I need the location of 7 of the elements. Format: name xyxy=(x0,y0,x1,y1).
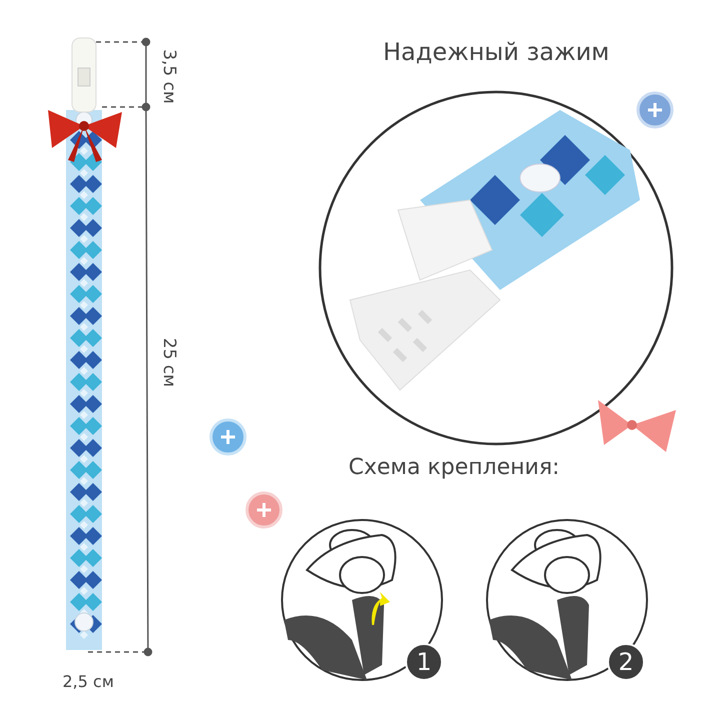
dimension-label: 2,5 см xyxy=(62,674,114,690)
dimension-label: 3,5 см xyxy=(159,48,176,104)
heading: Надежный зажим xyxy=(383,40,610,64)
dimension-label: 25 см xyxy=(160,337,177,387)
callout-number: 1 xyxy=(405,643,443,681)
heading: Схема крепления: xyxy=(348,457,560,479)
callout-number: 2 xyxy=(607,643,645,681)
